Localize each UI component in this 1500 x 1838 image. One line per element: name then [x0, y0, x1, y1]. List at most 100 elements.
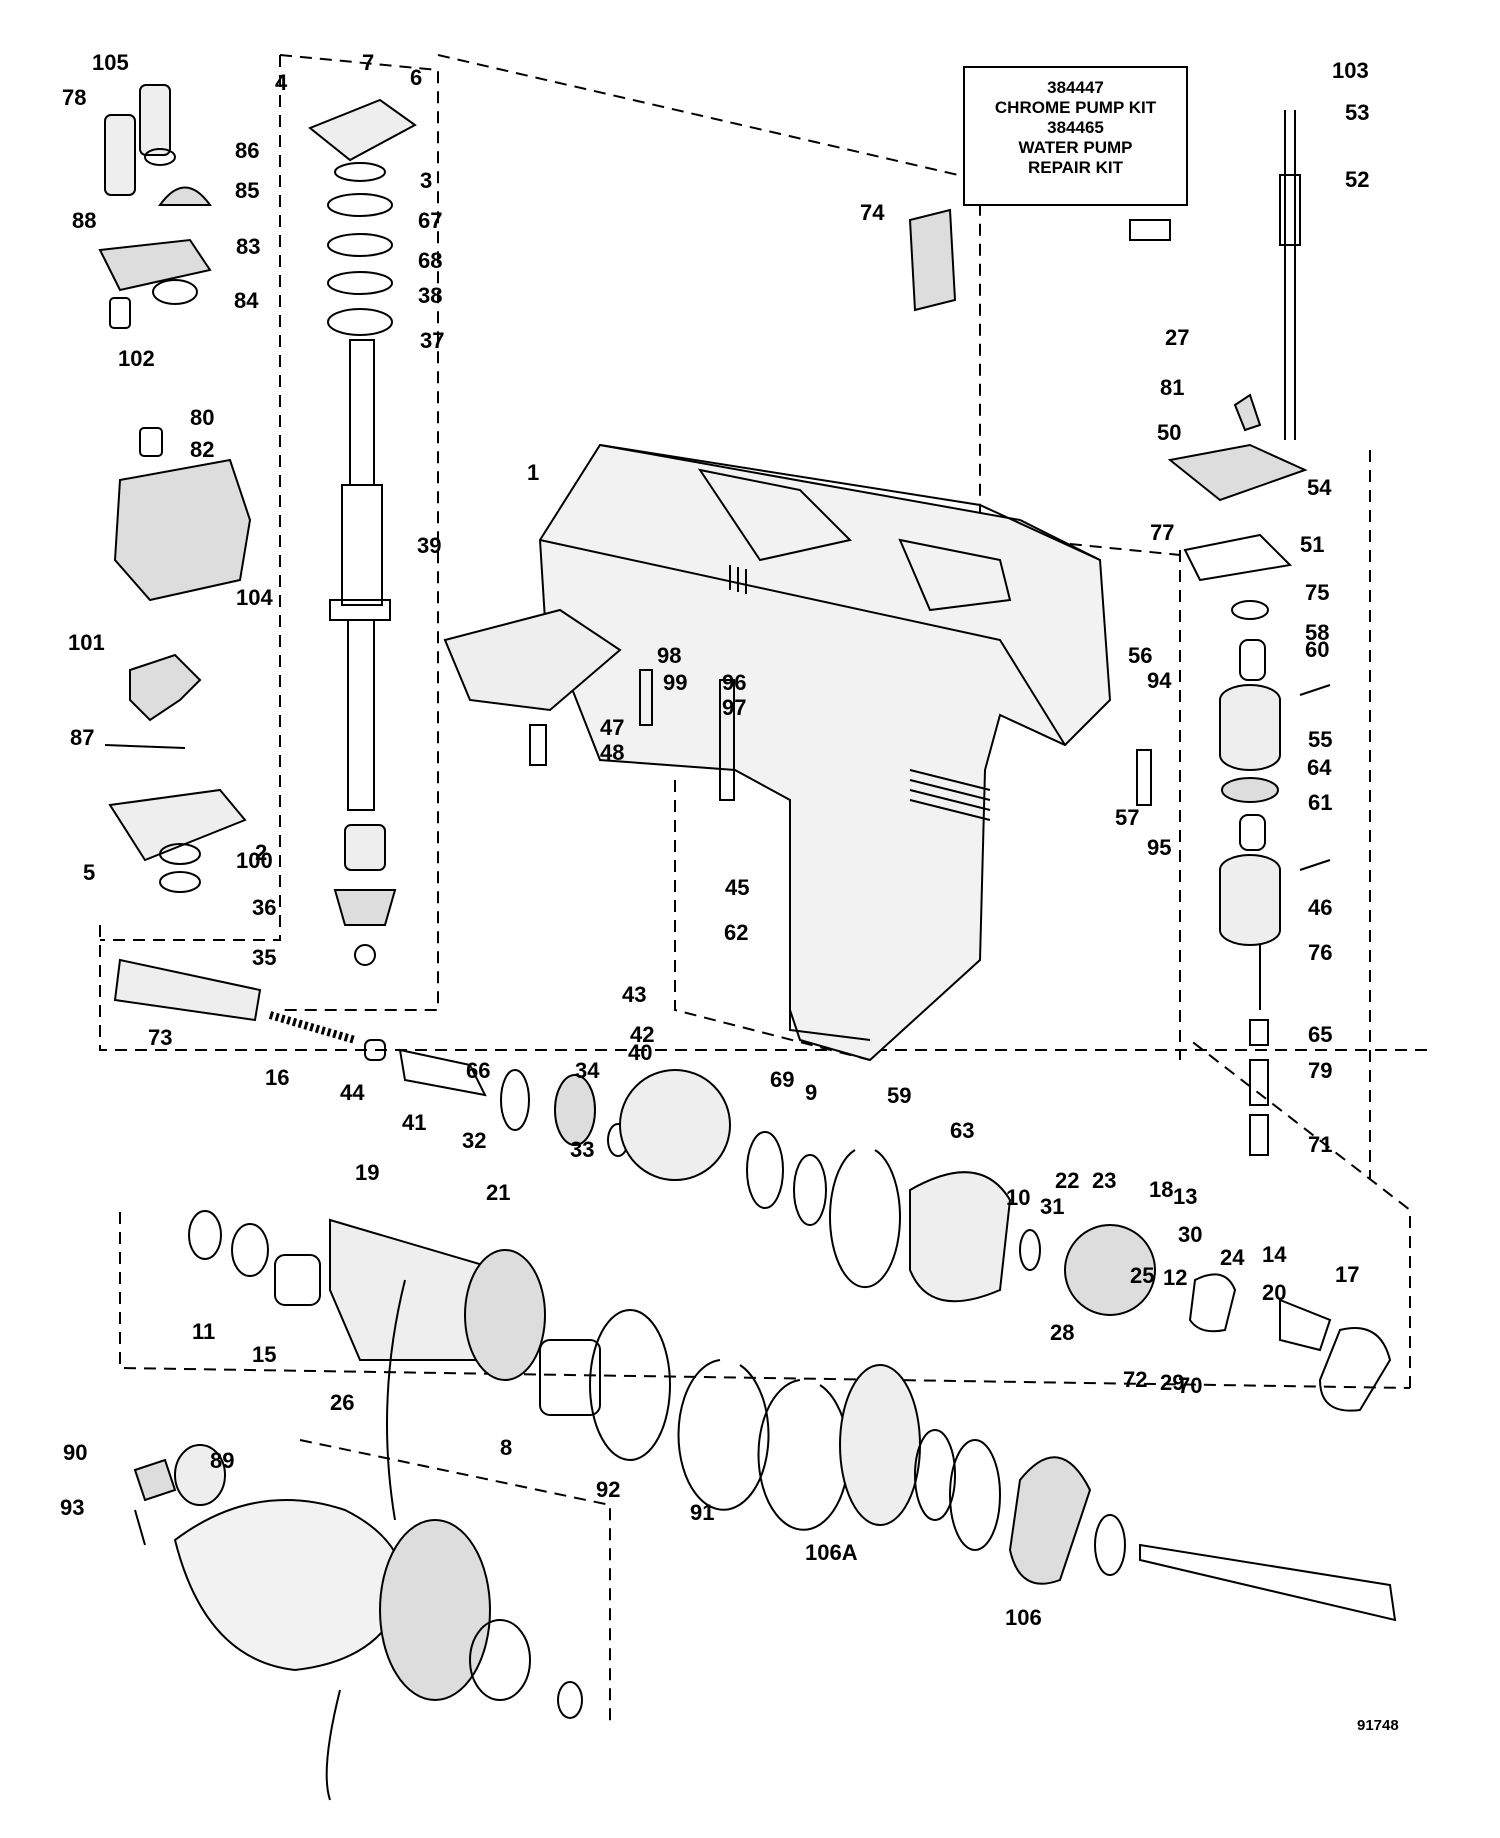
callout-41: 41 [402, 1110, 426, 1135]
callout-34: 34 [575, 1058, 600, 1083]
callout-36: 36 [252, 895, 276, 920]
callout-47: 47 [600, 715, 624, 740]
callout-14: 14 [1262, 1242, 1287, 1267]
callout-68: 68 [418, 248, 442, 273]
callout-40: 40 [628, 1040, 652, 1065]
callout-101: 101 [68, 630, 105, 655]
callout-15: 15 [252, 1342, 276, 1367]
callout-55: 55 [1308, 727, 1332, 752]
callout-6: 6 [410, 65, 422, 90]
callout-69: 69 [770, 1067, 794, 1092]
kit-name-repair-2: REPAIR KIT [1027, 158, 1124, 177]
kit-info-box: 384447 CHROME PUMP KIT 384465 WATER PUMP… [963, 66, 1188, 206]
callout-83: 83 [236, 234, 260, 259]
callout-63: 63 [950, 1118, 974, 1143]
callout-23: 23 [1092, 1168, 1116, 1193]
callout-26: 26 [330, 1390, 354, 1415]
bearing-carrier-row [188, 1210, 1397, 1622]
callout-80: 80 [190, 405, 214, 430]
callout-98: 98 [657, 643, 681, 668]
callout-46: 46 [1308, 895, 1332, 920]
callout-8: 8 [500, 1435, 512, 1460]
callout-51: 51 [1300, 532, 1324, 557]
callout-84: 84 [234, 288, 259, 313]
callout-106: 106 [1005, 1605, 1042, 1630]
callout-93: 93 [60, 1495, 84, 1520]
callout-35: 35 [252, 945, 276, 970]
callout-67: 67 [418, 208, 442, 233]
callout-1: 1 [527, 460, 539, 485]
callout-11: 11 [192, 1319, 215, 1344]
propeller [133, 1279, 583, 1801]
callout-64: 64 [1307, 755, 1332, 780]
callout-10: 10 [1006, 1185, 1030, 1210]
callout-62: 62 [724, 920, 748, 945]
callout-87: 87 [70, 725, 94, 750]
callout-57: 57 [1115, 805, 1139, 830]
kit-name-chrome: CHROME PUMP KIT [994, 98, 1157, 117]
callout-16: 16 [265, 1065, 289, 1090]
callout-43: 43 [622, 982, 646, 1007]
callout-53: 53 [1345, 100, 1369, 125]
callout-90: 90 [63, 1440, 87, 1465]
callout-22: 22 [1055, 1168, 1079, 1193]
callout-66: 66 [466, 1058, 490, 1083]
callout-18: 18 [1149, 1177, 1173, 1202]
callout-56: 56 [1128, 643, 1152, 668]
callout-29: 29 [1160, 1370, 1184, 1395]
callout-79: 79 [1308, 1058, 1332, 1083]
callout-3: 3 [420, 168, 432, 193]
callout-33: 33 [570, 1137, 594, 1162]
kit-name-repair-1: WATER PUMP [1018, 138, 1133, 157]
figure-number: 91748 [1357, 1717, 1399, 1734]
callout-73: 73 [148, 1025, 172, 1050]
callout-102: 102 [118, 346, 155, 371]
callout-81: 81 [1160, 375, 1184, 400]
callout-104: 104 [236, 585, 273, 610]
callout-75: 75 [1305, 580, 1329, 605]
callout-72: 72 [1123, 1367, 1147, 1392]
callout-59: 59 [887, 1083, 911, 1108]
callout-32: 32 [462, 1128, 486, 1153]
callout-70: 70 [1178, 1373, 1202, 1398]
callout-42: 42 [630, 1022, 654, 1047]
callout-85: 85 [235, 178, 259, 203]
callout-44: 44 [340, 1080, 365, 1105]
callout-19: 19 [355, 1160, 379, 1185]
callout-4: 4 [275, 70, 288, 95]
callout-106a: 106A [805, 1540, 858, 1565]
callout-97: 97 [722, 695, 746, 720]
callout-48: 48 [600, 740, 624, 765]
callout-91: 91 [690, 1500, 714, 1525]
callout-31: 31 [1040, 1194, 1064, 1219]
callout-25: 25 [1130, 1263, 1154, 1288]
kit-number-chrome: 384447 [1047, 78, 1104, 97]
callout-7: 7 [362, 50, 374, 75]
callout-96: 96 [722, 670, 746, 695]
callout-20: 20 [1262, 1280, 1286, 1305]
callout-12: 12 [1163, 1265, 1187, 1290]
callout-17: 17 [1335, 1262, 1359, 1287]
callout-86: 86 [235, 138, 259, 163]
callout-65: 65 [1308, 1022, 1332, 1047]
callout-103: 103 [1332, 58, 1369, 83]
callout-95: 95 [1147, 835, 1171, 860]
callout-77: 77 [1150, 520, 1174, 545]
callout-9: 9 [805, 1080, 817, 1105]
callout-74: 74 [860, 200, 885, 225]
callout-82: 82 [190, 437, 214, 462]
callout-71: 71 [1308, 1132, 1332, 1157]
gearcase-housing [538, 443, 1112, 1062]
callout-28: 28 [1050, 1320, 1074, 1345]
callout-21: 21 [486, 1180, 510, 1205]
kit-number-repair: 384465 [1047, 118, 1104, 137]
group-dashed-lines [99, 54, 1435, 1725]
callout-54: 54 [1307, 475, 1332, 500]
propshaft-parts-row [113, 958, 1392, 1412]
callout-76: 76 [1308, 940, 1332, 965]
callout-13: 13 [1173, 1184, 1197, 1209]
callout-27: 27 [1165, 325, 1189, 350]
callout-39: 39 [417, 533, 441, 558]
